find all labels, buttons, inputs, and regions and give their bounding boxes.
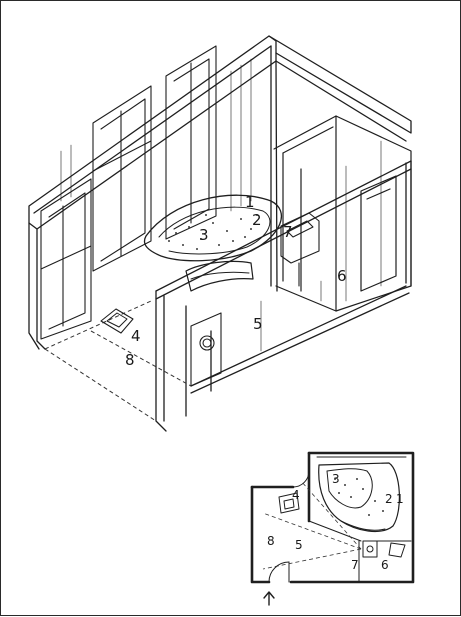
plan-label-7: 7 — [351, 558, 359, 572]
back-wall — [28, 35, 412, 350]
axo-label-6: 6 — [337, 267, 347, 285]
axo-label-3: 3 — [199, 226, 209, 244]
plan-label-1: 1 — [396, 492, 404, 506]
axonometric-view: 1 2 3 4 5 6 7 8 — [28, 35, 412, 432]
axo-label-2: 2 — [252, 211, 262, 229]
plan-label-3: 3 — [332, 472, 340, 486]
hatching — [60, 58, 382, 352]
plan-label-6: 6 — [381, 558, 389, 572]
plan-sight-lines — [262, 480, 362, 570]
plan-label-5: 5 — [295, 538, 303, 552]
left-window — [40, 178, 92, 340]
plan-label-8: 8 — [267, 534, 275, 548]
front-partition — [155, 160, 412, 432]
washing-machine — [190, 312, 222, 387]
entry-arrow — [263, 591, 275, 606]
axo-label-1: 1 — [245, 193, 255, 211]
axonometric-labels: 1 2 3 4 5 6 7 8 — [125, 193, 347, 369]
plan-labels: 1 2 3 4 5 6 7 8 — [267, 472, 404, 572]
axo-label-8: 8 — [125, 351, 135, 369]
back-window — [92, 45, 217, 272]
plan-walls — [250, 451, 415, 584]
axo-label-7: 7 — [283, 223, 293, 241]
plan-doors — [268, 470, 310, 583]
plan-label-4: 4 — [292, 488, 300, 502]
plan-label-2: 2 — [385, 492, 393, 506]
bathtub — [143, 194, 282, 292]
plan-bathtub — [318, 462, 400, 533]
axo-label-4: 4 — [131, 327, 141, 345]
floor — [44, 300, 192, 422]
plan-fixtures — [278, 492, 406, 558]
axo-label-5: 5 — [253, 315, 263, 333]
floor-plan: 1 2 3 4 5 6 7 8 — [250, 451, 415, 606]
plan-inner-lines — [308, 456, 412, 583]
